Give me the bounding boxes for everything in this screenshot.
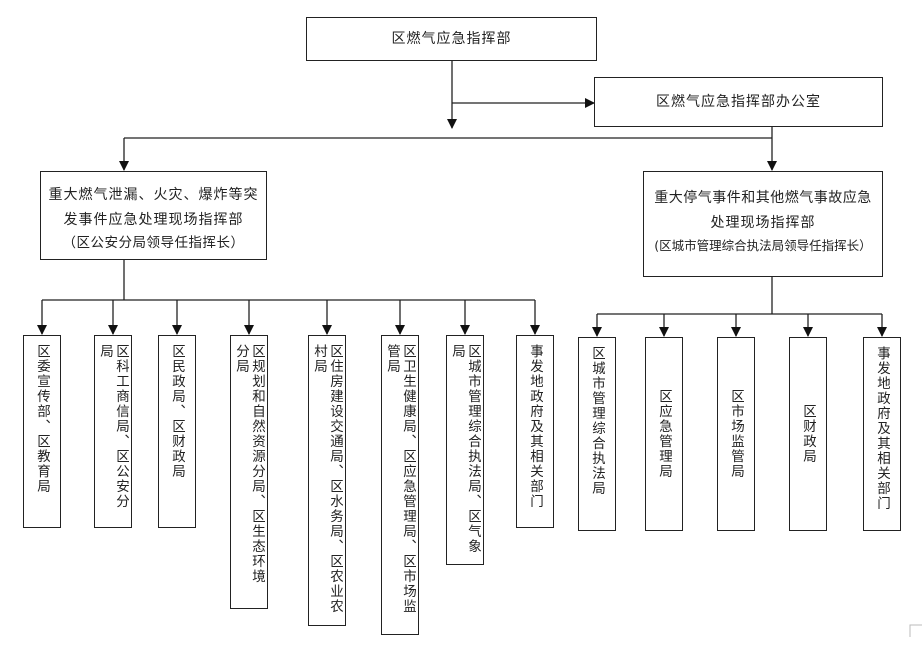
node-command-office-label: 区燃气应急指挥部办公室	[656, 93, 821, 110]
right-unit-5: 事发地政府及其相关部门	[863, 337, 901, 531]
node-top-command: 区燃气应急指挥部	[306, 17, 597, 61]
node-top-command-label: 区燃气应急指挥部	[391, 30, 512, 47]
left-unit-7: 区城市管理综合执法局、区气象局	[446, 335, 484, 565]
left-unit-4: 区规划和自然资源分局、区生态环境分局	[230, 335, 268, 609]
left-unit-3-label: 区民政局、区财政局	[169, 344, 185, 479]
right-unit-3-label: 区市场监管局	[728, 389, 744, 479]
right-branch-line2: 处理现场指挥部	[710, 214, 816, 231]
page-corner-mark	[909, 624, 922, 637]
right-unit-2-label: 区应急管理局	[656, 389, 672, 479]
left-unit-5: 区住房建设交通局、区水务局、区农业农村局	[308, 335, 346, 626]
node-right-branch: 重大停气事件和其他燃气事故应急 处理现场指挥部 (区城市管理综合执法局领导任指挥…	[643, 171, 883, 277]
node-left-branch: 重大燃气泄漏、火灾、爆炸等突 发事件应急处理现场指挥部 （区公安分局领导任指挥长…	[40, 171, 267, 260]
node-command-office: 区燃气应急指挥部办公室	[594, 77, 883, 127]
right-unit-5-label: 事发地政府及其相关部门	[874, 346, 890, 511]
left-unit-8: 事发地政府及其相关部门	[516, 335, 554, 528]
right-unit-4: 区财政局	[789, 337, 827, 531]
right-unit-4-label: 区财政局	[800, 404, 816, 464]
left-unit-4-label: 区规划和自然资源分局、区生态环境分局	[233, 344, 265, 584]
left-unit-3: 区民政局、区财政局	[158, 335, 196, 528]
left-branch-line1: 重大燃气泄漏、火灾、爆炸等突	[48, 187, 259, 203]
left-unit-8-label: 事发地政府及其相关部门	[527, 344, 543, 509]
right-unit-1-label: 区城市管理综合执法局	[589, 346, 605, 496]
left-unit-6-label: 区卫生健康局、区应急管理局、区市场监管局	[384, 344, 416, 614]
left-unit-1-label: 区委宣传部、区教育局	[34, 344, 50, 494]
right-branch-line1: 重大停气事件和其他燃气事故应急	[654, 190, 872, 206]
left-unit-2-label: 区科工商信局、区公安分局	[97, 344, 129, 509]
left-unit-7-label: 区城市管理综合执法局、区气象局	[449, 344, 481, 554]
left-unit-5-label: 区住房建设交通局、区水务局、区农业农村局	[311, 344, 343, 614]
left-branch-lead: （区公安分局领导任指挥长）	[62, 235, 245, 251]
left-unit-6: 区卫生健康局、区应急管理局、区市场监管局	[381, 335, 419, 635]
left-unit-1: 区委宣传部、区教育局	[23, 335, 61, 528]
right-branch-lead: (区城市管理综合执法局领导任指挥长）	[654, 238, 872, 253]
right-unit-2: 区应急管理局	[645, 337, 683, 531]
right-unit-1: 区城市管理综合执法局	[578, 337, 616, 531]
right-unit-3: 区市场监管局	[717, 337, 755, 531]
left-unit-2: 区科工商信局、区公安分局	[94, 335, 132, 528]
left-branch-line2: 发事件应急处理现场指挥部	[63, 211, 244, 228]
